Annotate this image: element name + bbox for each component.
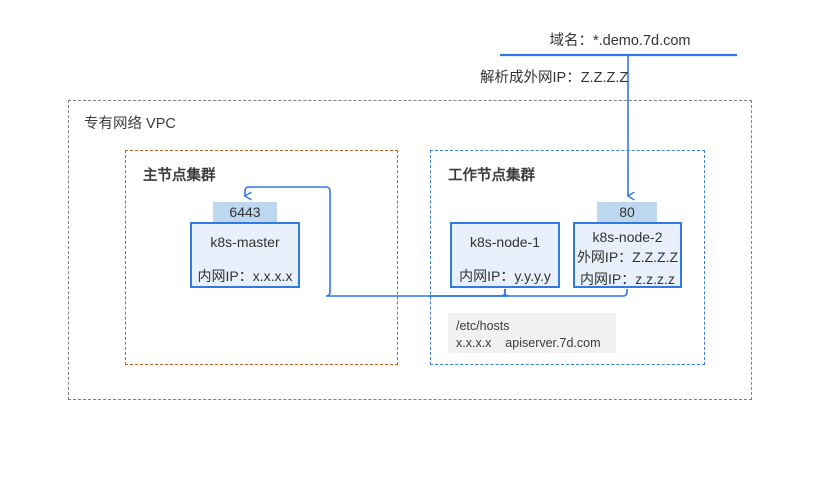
node-k8s-node-1-internal-ip: 内网IP：y.y.y.y	[459, 268, 551, 284]
hosts-file-entry: x.x.x.x apiserver.7d.com	[456, 335, 601, 350]
node-k8s-master-internal-ip: 内网IP：x.x.x.x	[197, 268, 293, 284]
node-k8s-master-name: k8s-master	[210, 234, 280, 250]
node-k8s-node-2: k8s-node-2 外网IP：Z.Z.Z.Z 内网IP：z.z.z.z	[573, 222, 682, 288]
worker-cluster-container	[430, 150, 705, 365]
node-k8s-master: k8s-master 内网IP：x.x.x.x	[190, 222, 300, 288]
hosts-file-path: /etc/hosts	[456, 319, 510, 333]
port-badge-80: 80	[597, 202, 657, 222]
vpc-container	[68, 100, 752, 400]
node-k8s-node-1: k8s-node-1 内网IP：y.y.y.y	[450, 222, 560, 288]
node-k8s-node-2-internal-ip: 内网IP：z.z.z.z	[580, 271, 675, 287]
master-cluster-container	[125, 150, 398, 365]
master-cluster-label: 主节点集群	[143, 168, 216, 184]
vpc-label: 专有网络 VPC	[84, 116, 176, 132]
dns-resolve-label: 解析成外网IP：Z.Z.Z.Z	[480, 70, 629, 86]
node-k8s-node-1-name: k8s-node-1	[469, 234, 541, 250]
domain-name-label: 域名：*.demo.7d.com	[549, 33, 691, 49]
node-k8s-node-2-name: k8s-node-2	[592, 229, 663, 245]
worker-cluster-label: 工作节点集群	[448, 168, 535, 184]
node-k8s-node-2-external-ip: 外网IP：Z.Z.Z.Z	[576, 249, 679, 265]
port-badge-6443: 6443	[213, 202, 277, 222]
hosts-file-note: /etc/hosts x.x.x.x apiserver.7d.com	[448, 313, 616, 353]
